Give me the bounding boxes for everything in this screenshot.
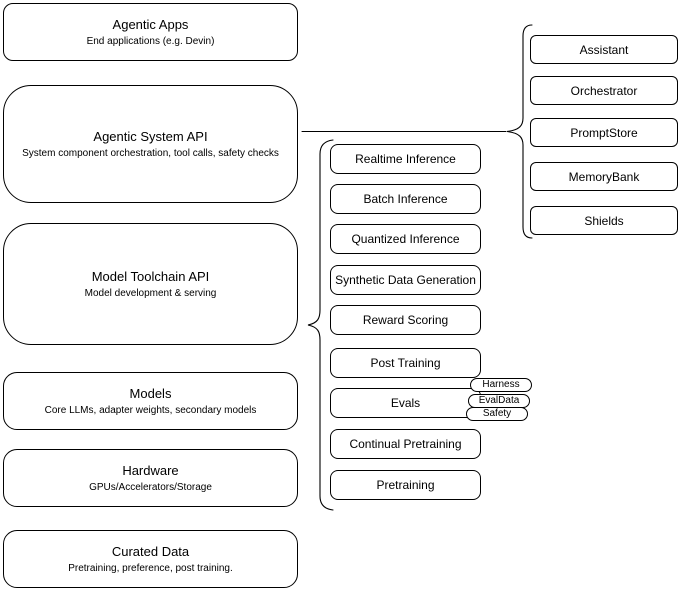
node-synthetic-data-generation: Synthetic Data Generation (330, 265, 481, 295)
node-label: Pretraining (376, 478, 435, 492)
node-continual-pretraining: Continual Pretraining (330, 429, 481, 459)
node-quantized-inference: Quantized Inference (330, 224, 481, 254)
node-label: Synthetic Data Generation (335, 273, 476, 287)
node-subtitle: Pretraining, preference, post training. (68, 563, 233, 574)
node-subtitle: Core LLMs, adapter weights, secondary mo… (44, 405, 257, 416)
node-label: MemoryBank (568, 169, 640, 184)
node-model-toolchain-api: Model Toolchain API Model development & … (3, 223, 298, 345)
node-label: Orchestrator (570, 83, 638, 98)
node-shields: Shields (530, 206, 678, 235)
node-label: Post Training (370, 356, 441, 370)
badge-label: Safety (482, 408, 512, 419)
node-title: Agentic System API (93, 129, 208, 144)
node-title: Models (129, 386, 172, 401)
node-title: Curated Data (111, 544, 190, 559)
node-assistant: Assistant (530, 35, 678, 64)
node-label: Assistant (579, 42, 629, 57)
node-post-training: Post Training (330, 348, 481, 378)
node-hardware: Hardware GPUs/Accelerators/Storage (3, 449, 298, 507)
node-subtitle: System component orchestration, tool cal… (22, 148, 279, 159)
badge-evaldata: EvalData (468, 394, 530, 408)
node-label: PromptStore (570, 125, 638, 140)
badge-label: Harness (482, 379, 520, 390)
badge-safety: Safety (466, 407, 528, 421)
node-label: Shields (584, 213, 624, 228)
node-models: Models Core LLMs, adapter weights, secon… (3, 372, 298, 430)
node-label: Continual Pretraining (349, 437, 462, 451)
node-evals: Evals (330, 388, 481, 418)
badge-label: EvalData (478, 395, 520, 406)
node-subtitle: End applications (e.g. Devin) (86, 36, 215, 47)
node-realtime-inference: Realtime Inference (330, 144, 481, 174)
node-agentic-system-api: Agentic System API System component orch… (3, 85, 298, 203)
node-orchestrator: Orchestrator (530, 76, 678, 105)
node-label: Batch Inference (363, 192, 448, 206)
system-components-brace (506, 24, 533, 239)
node-title: Model Toolchain API (91, 269, 210, 284)
node-label: Realtime Inference (355, 152, 456, 166)
node-promptstore: PromptStore (530, 118, 678, 147)
node-pretraining: Pretraining (330, 470, 481, 500)
node-subtitle: GPUs/Accelerators/Storage (89, 482, 212, 493)
node-reward-scoring: Reward Scoring (330, 305, 481, 335)
node-label: Quantized Inference (351, 232, 460, 246)
node-title: Agentic Apps (112, 17, 189, 32)
badge-harness: Harness (470, 378, 532, 392)
node-label: Reward Scoring (362, 313, 449, 327)
node-curated-data: Curated Data Pretraining, preference, po… (3, 530, 298, 588)
node-title: Hardware (122, 463, 179, 478)
node-label: Evals (390, 396, 421, 410)
node-batch-inference: Batch Inference (330, 184, 481, 214)
node-agentic-apps: Agentic Apps End applications (e.g. Devi… (3, 3, 298, 61)
node-subtitle: Model development & serving (84, 288, 217, 299)
node-memorybank: MemoryBank (530, 162, 678, 191)
